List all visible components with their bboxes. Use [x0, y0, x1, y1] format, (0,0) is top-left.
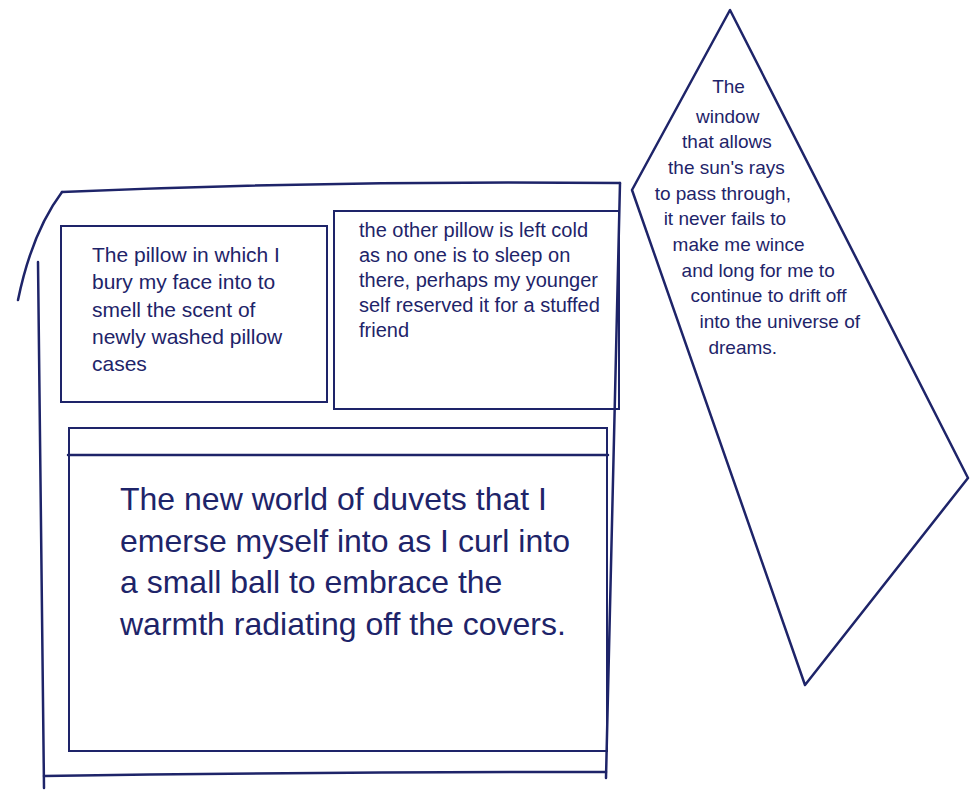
text-line: and long for me to — [682, 258, 840, 284]
duvet-fold-line — [68, 454, 608, 457]
text-line: The — [712, 74, 750, 100]
text-line: make me wince — [673, 232, 810, 258]
text-line: continue to drift off — [691, 283, 852, 309]
text-line: window — [696, 104, 765, 130]
box-note: The pillow in which I bury my face into … — [92, 241, 314, 377]
window-note: The window that allows the sun's rays to… — [632, 10, 970, 686]
box-note: The new world of duvets that I emerse my… — [120, 479, 582, 645]
bed-bottom-edge — [44, 772, 606, 776]
window-outline — [632, 10, 970, 686]
box-note: the other pillow is left cold as no one … — [359, 218, 608, 343]
text-box: The new world of duvets that I emerse my… — [68, 427, 608, 752]
text-line: it never fails to — [664, 206, 792, 232]
text-line: the sun's rays — [668, 155, 790, 181]
text-line: that allows — [682, 129, 777, 155]
bed-right-side — [606, 183, 620, 778]
text-box: the other pillow is left cold as no one … — [333, 210, 620, 410]
text-line: into the universe of — [700, 309, 866, 335]
bed-top-edge — [62, 182, 620, 192]
window-shape: The window that allows the sun's rays to… — [632, 10, 970, 686]
text-box: The pillow in which I bury my face into … — [60, 225, 328, 403]
bed-corner-edge — [18, 192, 62, 300]
bed-left-side — [38, 262, 44, 788]
text-line: dreams. — [708, 335, 777, 361]
window-outline-path — [632, 10, 968, 685]
text-line: to pass through, — [655, 181, 797, 207]
